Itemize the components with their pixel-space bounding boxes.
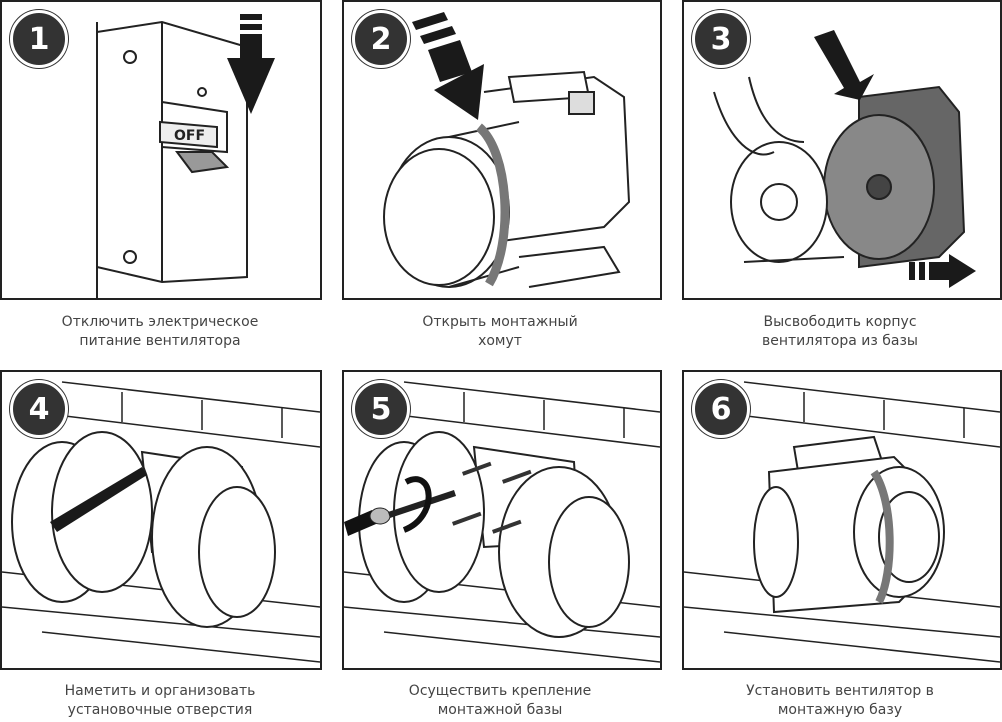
step-3-panel: 3 (682, 0, 1002, 300)
brick-wall (344, 381, 660, 663)
step-6-badge: 6 (692, 380, 750, 438)
pencil-icon (50, 467, 147, 532)
duct-fan-clamp-illustration (383, 12, 631, 288)
screw-icon (452, 461, 532, 534)
step-2-badge: 2 (352, 10, 410, 68)
brick-wall (684, 381, 1000, 663)
right-arrow-icon (909, 254, 976, 288)
step-3-caption: Высвободить корпус вентилятора из базы (762, 314, 918, 349)
fan-removal-illustration (713, 30, 976, 288)
step-4-caption: Наметить и организовать установочные отв… (64, 683, 256, 718)
step-1-panel: OFF 1 (0, 0, 322, 300)
step-1-caption: Отключить электрическое питание вентилят… (61, 314, 259, 349)
step-2-panel: 2 (342, 0, 662, 300)
fix-base-illustration (344, 381, 660, 663)
step-6-caption: Установить вентилятор в монтажную базу (746, 683, 934, 718)
step-2-caption: Открыть монтажный хомут (422, 314, 578, 349)
rotate-arrow-icon (402, 476, 432, 533)
step-5-panel: 5 (342, 370, 662, 670)
step-4-panel: 4 (0, 370, 322, 670)
brick-wall (2, 381, 320, 663)
install-fan-illustration (684, 381, 1000, 663)
screwdriver-icon (344, 490, 456, 536)
step-6-panel: 6 (682, 370, 1002, 670)
step-3-badge: 3 (692, 10, 750, 68)
arrow-icon (814, 30, 874, 100)
off-label: OFF (174, 128, 205, 144)
breaker-switch-illustration: OFF (96, 14, 275, 298)
mark-holes-illustration (2, 381, 320, 663)
arrow-icon (412, 12, 484, 120)
down-arrow-icon (227, 14, 275, 114)
step-4-badge: 4 (10, 380, 68, 438)
step-1-badge: 1 (10, 10, 68, 68)
step-5-badge: 5 (352, 380, 410, 438)
step-5-caption: Осуществить крепление монтажной базы (408, 683, 592, 718)
